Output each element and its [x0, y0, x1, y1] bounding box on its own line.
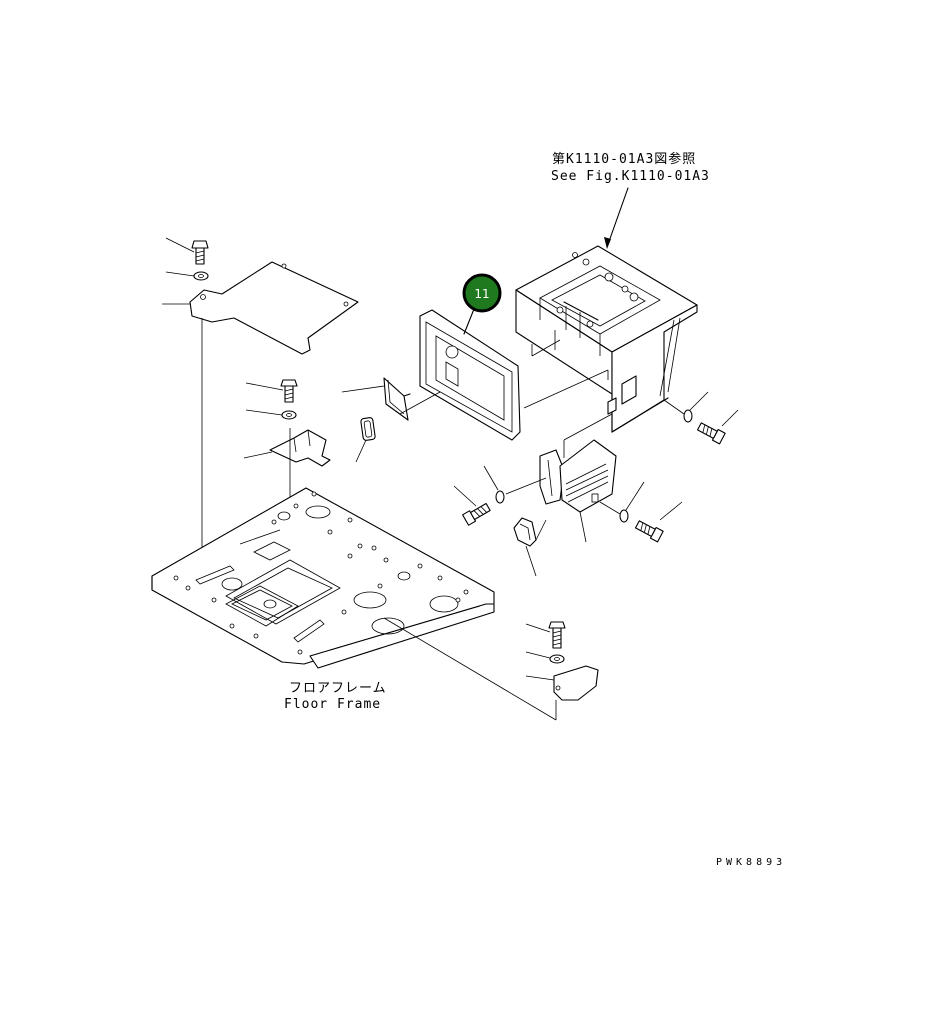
bracket-leader [243, 451, 273, 459]
grommet [360, 417, 376, 441]
washer-leader [483, 465, 499, 491]
washer-leader [525, 651, 551, 659]
cover-panel [419, 309, 521, 441]
bolt-leader [721, 409, 739, 427]
bolt-icon [696, 422, 726, 445]
floor-frame-label-jp: フロアフレーム [289, 681, 387, 696]
drawing-code: PWK8893 [716, 857, 786, 868]
lever-boot [539, 449, 565, 505]
washer-leader [165, 271, 195, 277]
console-frame [515, 245, 698, 433]
reference-label-jp: 第K1110-01A3図参照 [552, 151, 696, 167]
washer-icon [619, 509, 629, 523]
bolt-icon [548, 621, 566, 649]
small-cover [553, 665, 599, 701]
callout-number: 11 [474, 287, 489, 301]
clip-to-panel-leader [399, 391, 441, 415]
washer-icon [495, 490, 505, 504]
washer-icon [281, 410, 297, 420]
bolt-leader [453, 485, 477, 507]
washer-leader [245, 409, 283, 416]
cover-to-floor-leader [383, 617, 557, 721]
reference-arrowhead [604, 237, 611, 249]
bolt-icon [191, 240, 209, 265]
washer-icon [193, 271, 209, 281]
floor-frame-label-en: Floor Frame [284, 697, 381, 712]
bolt-leader [165, 237, 195, 253]
bolt-icon [462, 502, 491, 526]
washer-icon [683, 409, 693, 423]
wire-clip [383, 377, 411, 421]
washer-icon [549, 654, 565, 664]
washer-leader [689, 391, 709, 411]
grommet-leader [355, 439, 367, 463]
callout-11[interactable]: 11 [462, 273, 502, 313]
bolt-icon [280, 379, 298, 403]
clip-leader [341, 385, 385, 393]
bolt-to-cover-leader [505, 477, 547, 495]
callout-leader [463, 308, 475, 335]
callout-badge [462, 273, 502, 313]
bolt-leader [525, 623, 551, 633]
floor-frame [151, 487, 495, 669]
reference-leader [606, 187, 629, 248]
frame-to-washer-leader [663, 399, 685, 415]
boot-leader [563, 413, 613, 441]
lever-cover [559, 439, 617, 513]
bolt-leader [245, 382, 284, 391]
lever-leader [579, 511, 587, 543]
bracket [269, 429, 331, 467]
washer-leader [625, 481, 645, 511]
reference-label-en: See Fig.K1110-01A3 [551, 169, 710, 184]
cover-leader [525, 675, 555, 681]
bolt-icon [634, 520, 664, 543]
bolt-leader [659, 501, 683, 521]
cover-to-washer-leader [599, 501, 621, 515]
lever-clip [513, 517, 547, 547]
clip-leader [525, 545, 537, 577]
floor-cover-plate [189, 261, 359, 355]
frame-leader [523, 369, 609, 409]
